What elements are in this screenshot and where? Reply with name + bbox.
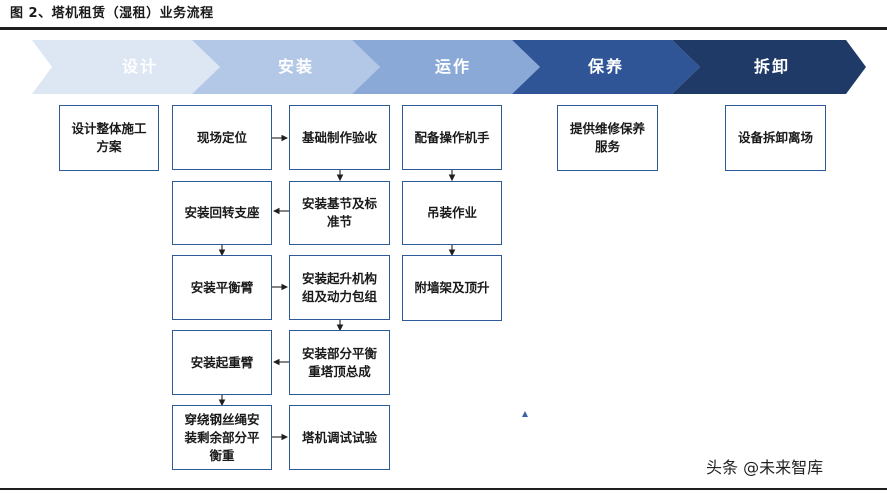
watermark: 头条 @未来智库 bbox=[706, 458, 824, 477]
stage-chevron-maintain bbox=[512, 40, 700, 94]
box-reeving-rope: 穿绕钢丝绳安装剩余部分平衡重 bbox=[172, 405, 272, 470]
cursor-marker bbox=[522, 411, 528, 417]
stage-chevron-bar bbox=[32, 40, 866, 94]
box-install-hoist-power: 安装起升机构组及动力包组 bbox=[289, 255, 390, 320]
box-install-jib: 安装起重臂 bbox=[172, 330, 272, 395]
box-lifting-work: 吊装作业 bbox=[402, 181, 502, 245]
box-site-positioning: 现场定位 bbox=[172, 105, 272, 170]
top-divider bbox=[0, 27, 887, 30]
box-design-plan: 设计整体施工方案 bbox=[59, 105, 159, 171]
box-foundation-acceptance: 基础制作验收 bbox=[289, 105, 390, 170]
box-crane-testing: 塔机调试试验 bbox=[289, 405, 390, 470]
box-wall-tie-climbing: 附墙架及顶升 bbox=[402, 255, 502, 321]
stage-chevron-operate bbox=[352, 40, 540, 94]
stage-chevron-design bbox=[32, 40, 220, 94]
bottom-divider bbox=[0, 488, 887, 490]
stage-label-design: 设计 bbox=[121, 57, 158, 76]
stage-label-dismantle: 拆卸 bbox=[753, 57, 790, 76]
box-install-counterweight-top: 安装部分平衡重塔顶总成 bbox=[289, 330, 390, 395]
box-install-counter-jib: 安装平衡臂 bbox=[172, 255, 272, 320]
stage-label-maintain: 保养 bbox=[587, 57, 624, 76]
stage-label-install: 安装 bbox=[277, 57, 314, 76]
box-install-base-sections: 安装基节及标准节 bbox=[289, 181, 390, 245]
stage-chevron-dismantle bbox=[672, 40, 866, 94]
box-maintenance-service: 提供维修保养服务 bbox=[557, 105, 658, 171]
figure-title: 图 2、塔机租赁（湿租）业务流程 bbox=[10, 6, 214, 21]
box-assign-operator: 配备操作机手 bbox=[402, 105, 502, 170]
stage-label-operate: 运作 bbox=[434, 57, 471, 76]
box-dismantle-exit: 设备拆卸离场 bbox=[725, 105, 826, 171]
stage-chevron-install bbox=[192, 40, 380, 94]
box-install-slewing-base: 安装回转支座 bbox=[172, 181, 272, 245]
